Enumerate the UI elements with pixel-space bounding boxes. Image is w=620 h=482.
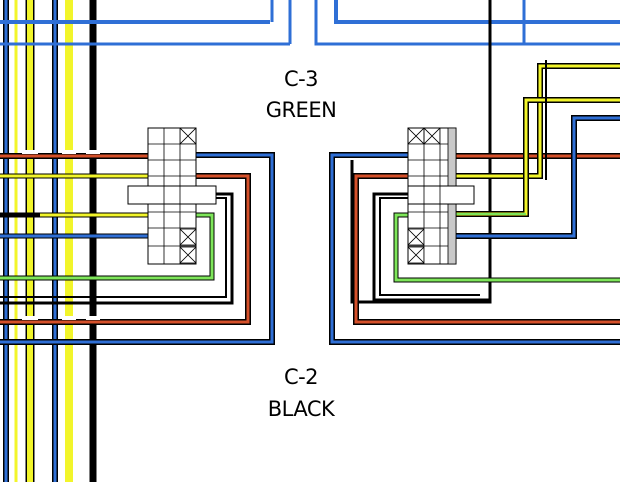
connector-c3-color: GREEN	[266, 98, 337, 122]
wire-yellow-left-vertical	[14, 0, 73, 482]
wire-blue-left-vertical	[3, 0, 58, 482]
left-harness	[3, 0, 97, 482]
label-c3: C-3 GREEN	[266, 67, 337, 122]
left-connector-wires	[0, 152, 275, 345]
connector-c2-color: BLACK	[268, 397, 336, 421]
label-c2: C-2 BLACK	[268, 365, 337, 421]
connector-c2	[127, 127, 217, 265]
top-blue-buses	[0, 0, 620, 304]
connector-c3	[407, 127, 475, 265]
crossover-gaps	[22, 150, 100, 320]
connector-c2-code: C-2	[284, 365, 318, 389]
right-connector-wires	[329, 60, 620, 345]
connector-c3-code: C-3	[284, 67, 318, 91]
